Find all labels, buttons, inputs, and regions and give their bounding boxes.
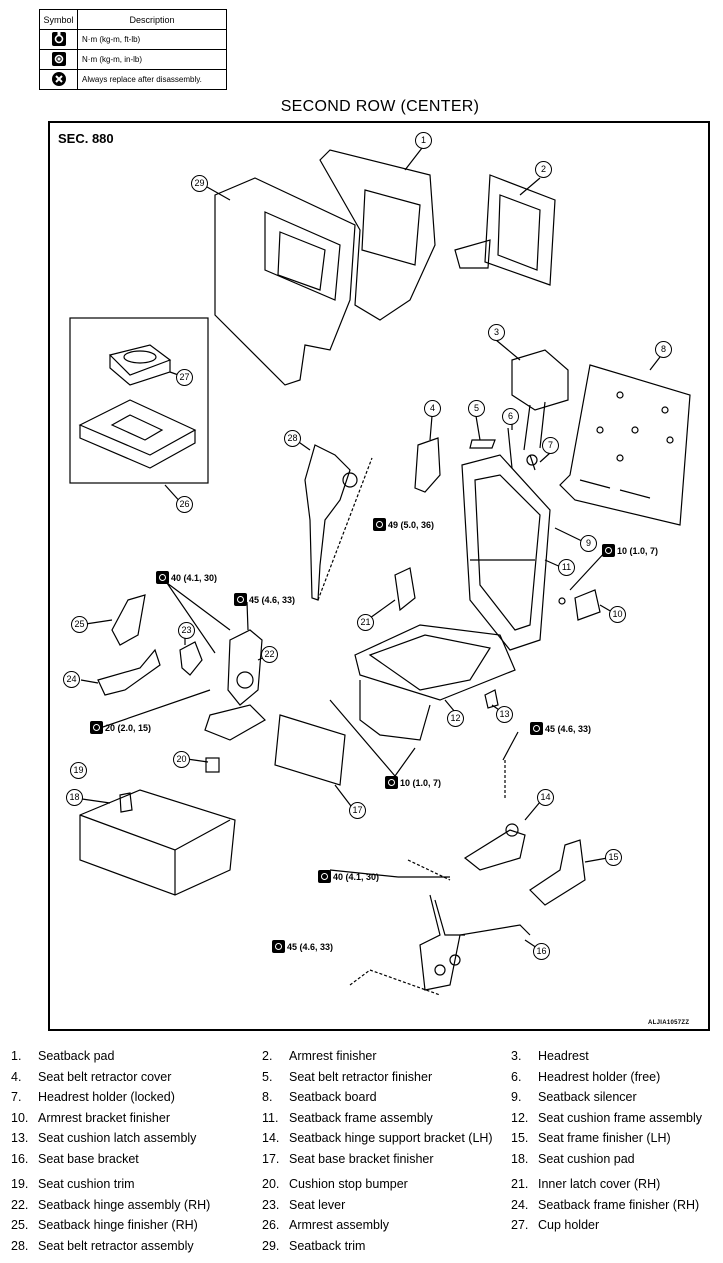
- torque-wrench-icon: [373, 518, 386, 531]
- torque-label-45-upper: 45 (4.6, 33): [234, 593, 295, 606]
- callout-18: 18: [66, 789, 83, 806]
- torque-wrench-icon: [272, 940, 285, 953]
- torque-wrench-icon: [90, 721, 103, 734]
- callout-24: 24: [63, 671, 80, 688]
- callout-7: 7: [542, 437, 559, 454]
- callout-11: 11: [558, 559, 575, 576]
- exploded-view-drawing: [69, 147, 691, 996]
- callout-25: 25: [71, 616, 88, 633]
- callout-6: 6: [502, 408, 519, 425]
- callout-2: 2: [535, 161, 552, 178]
- torque-label-45-lower: 45 (4.6, 33): [272, 940, 333, 953]
- callout-28: 28: [284, 430, 301, 447]
- callout-26: 26: [176, 496, 193, 513]
- torque-label-49: 49 (5.0, 36): [373, 518, 434, 531]
- callout-15: 15: [605, 849, 622, 866]
- callout-9: 9: [580, 535, 597, 552]
- torque-wrench-icon: [234, 593, 247, 606]
- callout-4: 4: [424, 400, 441, 417]
- torque-wrench-icon: [530, 722, 543, 735]
- torque-label-20: 20 (2.0, 15): [90, 721, 151, 734]
- diagram-frame: [48, 121, 710, 1031]
- diagram-title: SECOND ROW (CENTER): [280, 98, 480, 115]
- callout-13: 13: [496, 706, 513, 723]
- callout-20: 20: [173, 751, 190, 768]
- torque-label-40-lower: 40 (4.1, 30): [318, 870, 379, 883]
- section-label: SEC. 880: [58, 131, 114, 146]
- torque-label-45-right: 45 (4.6, 33): [530, 722, 591, 735]
- torque-label-40-upper: 40 (4.1, 30): [156, 571, 217, 584]
- callout-14: 14: [537, 789, 554, 806]
- torque-label-10-upper: 10 (1.0, 7): [602, 544, 658, 557]
- callout-5: 5: [468, 400, 485, 417]
- symbol-legend: Symbol Description N·m (kg-m, ft-lb) N·m…: [39, 9, 227, 90]
- callout-8: 8: [655, 341, 672, 358]
- callout-12: 12: [447, 710, 464, 727]
- callout-23: 23: [178, 622, 195, 639]
- callout-16: 16: [533, 943, 550, 960]
- torque-wrench-in-lb-icon: [39, 49, 78, 70]
- callout-3: 3: [488, 324, 505, 341]
- callout-1: 1: [415, 132, 432, 149]
- callout-19: 19: [70, 762, 87, 779]
- callout-22: 22: [261, 646, 278, 663]
- callout-27: 27: [176, 369, 193, 386]
- callout-10-armrest: 10: [609, 606, 626, 623]
- torque-wrench-ft-lb-icon: [39, 29, 78, 50]
- diagram-code: ALJIA1057ZZ: [648, 1020, 690, 1026]
- legend-row-replace: Always replace after disassembly.: [77, 69, 227, 90]
- torque-wrench-icon: [385, 776, 398, 789]
- torque-wrench-icon: [156, 571, 169, 584]
- always-replace-icon: [39, 69, 78, 90]
- torque-wrench-icon: [602, 544, 615, 557]
- callout-29: 29: [191, 175, 208, 192]
- callout-17: 17: [349, 802, 366, 819]
- torque-wrench-icon: [318, 870, 331, 883]
- callout-21: 21: [357, 614, 374, 631]
- torque-label-10-lower: 10 (1.0, 7): [385, 776, 441, 789]
